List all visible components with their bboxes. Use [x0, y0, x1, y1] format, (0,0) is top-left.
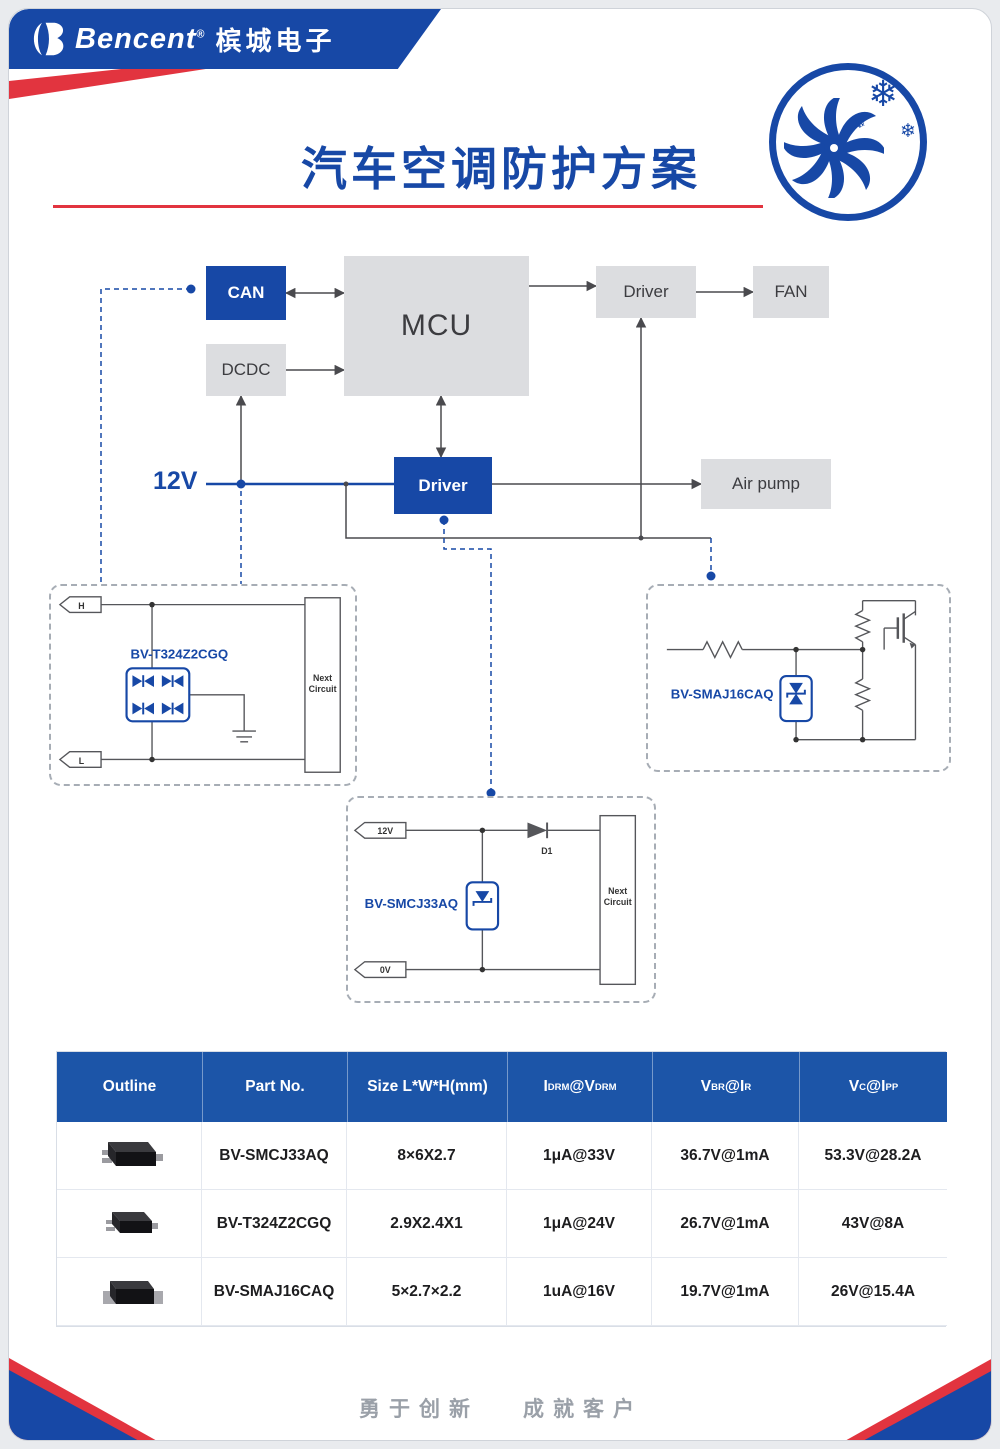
next-circuit-box	[304, 597, 341, 773]
next-circuit-label: Next	[313, 673, 332, 683]
fan-icon	[784, 98, 884, 198]
package-outline-cell	[57, 1190, 202, 1258]
page-title: 汽车空调防护方案	[301, 143, 701, 195]
package-outline-image	[103, 1280, 163, 1304]
driver-top-block: Driver	[596, 266, 696, 318]
igbt-icon	[883, 600, 917, 740]
ground-icon	[232, 730, 256, 743]
terminal-tag	[58, 750, 102, 769]
fan-badge: ❄ ❄ ❄	[769, 63, 927, 221]
package-outline-cell	[57, 1122, 202, 1190]
circuit-12v-schematic: 12V 0V D1 Next Circuit BV-SMCJ33AQ	[353, 814, 637, 986]
diagram-connectors	[100, 280, 755, 798]
resistor-icon	[702, 640, 743, 659]
tvs-array-box	[125, 667, 191, 723]
snowflake-icon: ❄	[900, 121, 916, 142]
package-outline-image	[106, 1211, 158, 1233]
size-cell: 2.9X2.4X1	[347, 1190, 507, 1258]
snowflake-icon: ❄	[868, 73, 899, 114]
link-dot-group	[186, 284, 716, 798]
vc-cell: 43V@8A	[799, 1190, 947, 1258]
can-block: CAN	[206, 266, 286, 320]
size-cell: 5×2.7×2.2	[347, 1258, 507, 1326]
vbr-cell: 19.7V@1mA	[652, 1258, 799, 1326]
part-label: BV-SMCJ33AQ	[365, 896, 458, 911]
next-circuit-label: Next	[608, 886, 627, 896]
terminal-label-l: L	[79, 756, 85, 766]
circuit-driver-schematic: BV-SMAJ16CAQ	[666, 599, 917, 743]
driver-bottom-block: Driver	[394, 457, 492, 514]
air-pump-block: Air pump	[701, 459, 831, 509]
tvs-diode-icon	[132, 675, 184, 715]
vbr-cell: 36.7V@1mA	[652, 1122, 799, 1190]
resistor-icon	[854, 609, 872, 643]
slogan-left: 勇于创新	[359, 1398, 479, 1421]
logo-chinese: 槟城电子	[215, 25, 336, 56]
circuit-driver-protection: BV-SMAJ16CAQ	[646, 584, 951, 772]
part-no-cell: BV-T324Z2CGQ	[202, 1190, 347, 1258]
circuit-can-schematic: H L Next Circuit BV-T324Z2CGQ	[58, 596, 341, 773]
diode-icon	[527, 822, 548, 839]
tvs-diode-icon	[472, 891, 493, 906]
title-underline	[53, 205, 763, 208]
vc-cell: 26V@15.4A	[799, 1258, 947, 1326]
footer-slogan: 勇于创新 成就客户	[9, 1393, 991, 1423]
bencent-logo-icon	[33, 22, 64, 56]
dashed-link-group	[100, 288, 712, 791]
poster-card: Bencent® 槟城电子 汽车空调防护方案 ❄	[8, 8, 992, 1441]
vbr-cell: 26.7V@1mA	[652, 1190, 799, 1258]
package-outline-image	[102, 1141, 163, 1166]
next-circuit-label: Circuit	[604, 897, 632, 907]
idrm-cell: 1μA@24V	[507, 1190, 652, 1258]
terminal-tag	[353, 821, 407, 839]
solid-wire-group	[235, 280, 755, 539]
terminal-tag	[353, 961, 407, 979]
size-cell: 8×6X2.7	[347, 1122, 507, 1190]
next-circuit-box	[599, 814, 637, 986]
tvs-diode-icon	[786, 682, 806, 705]
part-label: BV-SMAJ16CAQ	[671, 687, 774, 702]
junction-dot-group	[343, 481, 644, 541]
logo-wordmark: Bencent®	[75, 23, 206, 56]
next-circuit-label: Circuit	[309, 684, 337, 694]
idrm-cell: 1uA@16V	[507, 1258, 652, 1326]
brand-banner: Bencent® 槟城电子	[9, 9, 441, 69]
terminal-label-h: H	[78, 601, 84, 611]
registered-mark: ®	[196, 27, 206, 40]
part-no-cell: BV-SMCJ33AQ	[202, 1122, 347, 1190]
resistor-icon	[854, 678, 872, 711]
slogan-right: 成就客户	[523, 1398, 643, 1421]
terminal-tag	[58, 596, 102, 614]
part-label: BV-T324Z2CGQ	[130, 647, 228, 662]
diode-label: D1	[541, 846, 552, 856]
vc-cell: 53.3V@28.2A	[799, 1122, 947, 1190]
terminal-label-12v: 12V	[377, 826, 393, 836]
part-no-cell: BV-SMAJ16CAQ	[202, 1258, 347, 1326]
content-layer: Bencent® 槟城电子 汽车空调防护方案 ❄	[9, 9, 991, 1440]
col-header-outline: Outline	[57, 1052, 202, 1122]
idrm-cell: 1μA@33V	[507, 1122, 652, 1190]
snowflake-icon: ❄	[854, 115, 866, 131]
fan-block: FAN	[753, 266, 829, 318]
circuit-can-protection: H L Next Circuit BV-T324Z2CGQ	[49, 584, 357, 786]
dcdc-block: DCDC	[206, 344, 286, 396]
circuit-12v-protection: 12V 0V D1 Next Circuit BV-SMCJ33AQ	[346, 796, 656, 1003]
terminal-label-0v: 0V	[380, 965, 391, 975]
tvs-box	[465, 881, 500, 931]
12v-label: 12V	[153, 467, 198, 495]
col-header-size: Size L*W*H(mm)	[347, 1052, 507, 1122]
col-header-part-no: Part No.	[202, 1052, 347, 1122]
logo-text: Bencent	[75, 22, 197, 55]
mcu-block: MCU	[344, 256, 529, 396]
package-outline-cell	[57, 1258, 202, 1326]
